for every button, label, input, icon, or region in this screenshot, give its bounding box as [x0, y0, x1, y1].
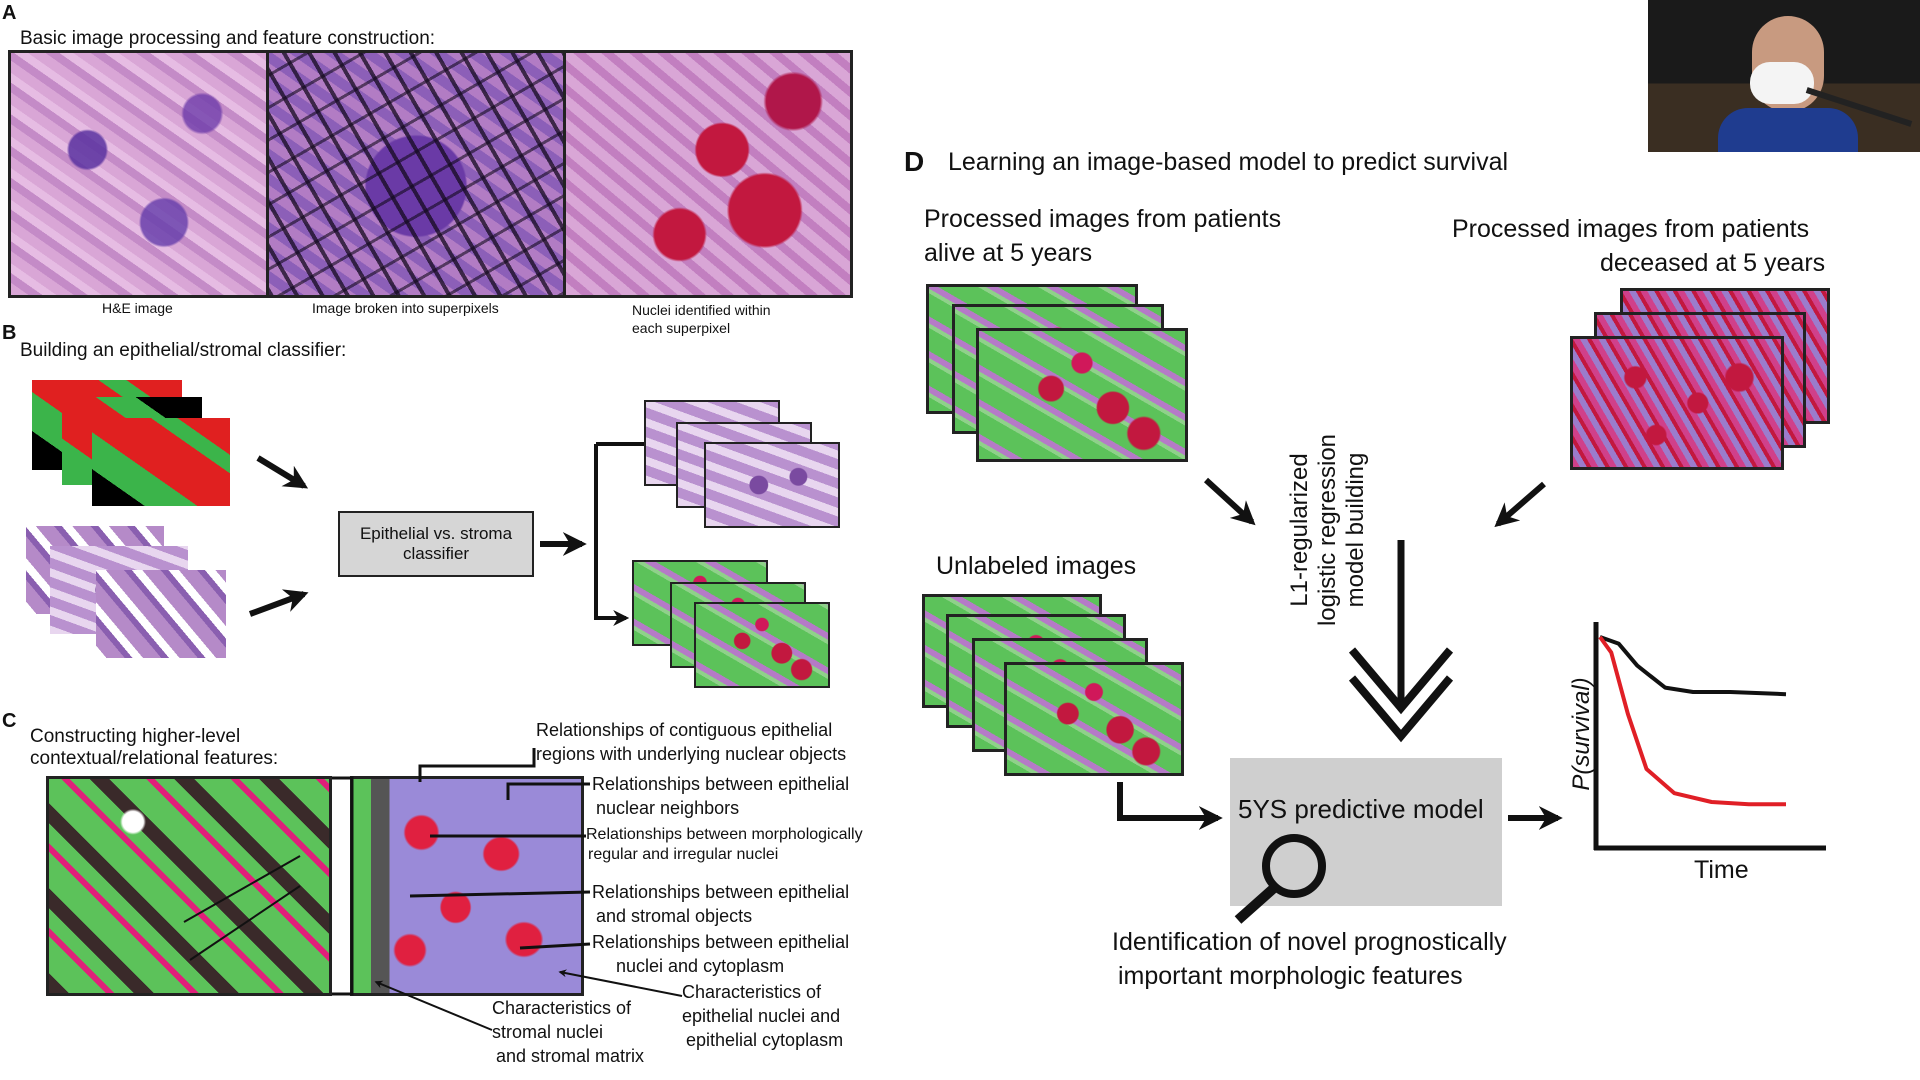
branch-connector — [594, 442, 644, 618]
identification-label-2: important morphologic features — [1118, 962, 1463, 990]
panel-b-letter: B — [2, 322, 17, 344]
c-label-6: Relationships between epithelial — [592, 882, 850, 902]
context-map-zoom — [350, 776, 584, 996]
classifier-label-2: classifier — [402, 544, 470, 563]
leader-stromal-characteristics — [374, 980, 493, 1031]
webcam-feed — [1648, 0, 1920, 152]
c-label-9: nuclei and cytoplasm — [616, 956, 785, 976]
c-label-7: and stromal objects — [596, 906, 753, 926]
arrow-unlabeled-to-model — [1117, 782, 1223, 830]
classifier-box: Epithelial vs. stroma classifier — [338, 511, 534, 577]
c-label-8: Relationships between epithelial — [592, 932, 850, 952]
panel-c-title-2: contextual/relational features: — [30, 748, 279, 769]
zoom-line-2 — [189, 885, 301, 961]
context-map-left — [46, 776, 332, 996]
survival-curve-1 — [1598, 635, 1786, 807]
magnifier-icon — [1262, 834, 1326, 898]
panel-a-letter: A — [2, 2, 17, 24]
classifier-label-1: Epithelial vs. stroma — [359, 524, 513, 543]
caption-he-image: H&E image — [102, 300, 173, 316]
identification-label-1: Identification of novel prognostically — [1112, 928, 1507, 956]
survival-xlabel: Time — [1694, 856, 1749, 884]
c-label-10: Characteristics of — [682, 982, 822, 1002]
caption-nuclei-2: each superpixel — [632, 320, 731, 336]
c-label-15: and stromal matrix — [496, 1046, 645, 1066]
deceased-label-1: Processed images from patients — [1452, 215, 1810, 243]
c-label-14: stromal nuclei — [492, 1022, 604, 1042]
zoom-line-1 — [183, 855, 301, 923]
magnifier-handle — [1234, 884, 1278, 924]
superpixel-image — [269, 53, 566, 295]
c-label-0: Relationships of contiguous epithelial — [536, 720, 833, 740]
c-label-3: nuclear neighbors — [596, 798, 740, 818]
bracket-top — [418, 748, 536, 782]
presenter-mask — [1750, 62, 1814, 104]
leader-epi-characteristics — [558, 969, 683, 997]
c-label-12: epithelial cytoplasm — [686, 1030, 844, 1050]
bracket-neighbors — [506, 782, 590, 800]
c-label-5: regular and irregular nuclei — [588, 846, 779, 863]
arrow-deceased-to-model — [1494, 481, 1546, 528]
leader-epi-stroma — [409, 890, 591, 898]
presenter-body — [1718, 108, 1858, 152]
caption-nuclei-1: Nuclei identified within — [632, 302, 771, 318]
unlabeled-image-4 — [1004, 662, 1184, 776]
c-label-4: Relationships between morphologically — [586, 826, 863, 843]
arrow-histo-to-classifier — [248, 589, 309, 617]
deceased-label-2: deceased at 5 years — [1600, 249, 1826, 277]
survival-chart — [1593, 622, 1826, 851]
panel-d-title: Learning an image-based model to predict… — [948, 148, 1509, 176]
unlabeled-label: Unlabeled images — [936, 552, 1137, 580]
nuclei-image — [566, 53, 850, 295]
c-label-1: regions with underlying nuclear objects — [536, 744, 847, 764]
output-map-3 — [694, 602, 830, 688]
panel-c-letter: C — [2, 710, 17, 732]
c-label-13: Characteristics of — [492, 998, 632, 1018]
alive-label-1: Processed images from patients — [924, 205, 1282, 233]
panel-b-title: Building an epithelial/stromal classifie… — [20, 340, 347, 361]
survival-curve-0 — [1599, 635, 1787, 697]
arrow-mask-to-classifier — [256, 455, 309, 489]
panel-a-title: Basic image processing and feature const… — [20, 28, 436, 49]
panel-c-title-1: Constructing higher-level — [30, 726, 241, 747]
panel-a-image-strip — [8, 50, 853, 298]
he-image — [11, 53, 269, 295]
c-label-11: epithelial nuclei and — [682, 1006, 841, 1026]
leader-cytoplasm — [519, 942, 591, 950]
panel-d-letter: D — [904, 146, 925, 177]
c-label-2: Relationships between epithelial — [592, 774, 850, 794]
deceased-image-3 — [1570, 336, 1784, 470]
alive-label-2: alive at 5 years — [924, 239, 1093, 267]
caption-superpixels: Image broken into superpixels — [312, 300, 499, 316]
training-mask-3 — [92, 418, 230, 506]
alive-image-3 — [976, 328, 1188, 462]
arrow-down-chevrons — [1348, 647, 1454, 743]
predictive-model-label: 5YS predictive model — [1238, 794, 1484, 824]
zoom-bracket — [332, 776, 354, 996]
output-histo-3 — [704, 442, 840, 528]
arrow-alive-to-model — [1203, 477, 1256, 526]
training-histo-3 — [96, 570, 226, 658]
